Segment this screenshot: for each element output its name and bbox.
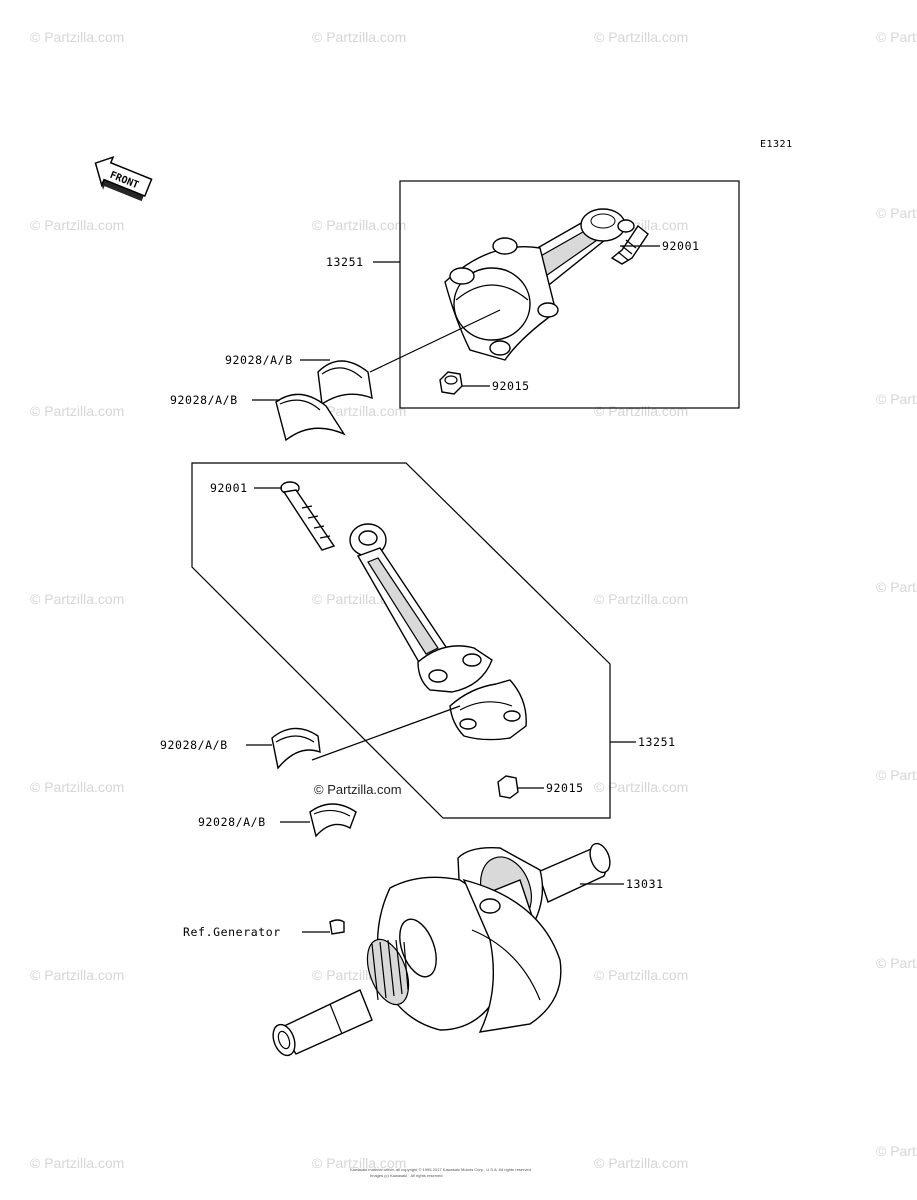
callout-lower-bearing-1: 92028/A/B [160, 738, 228, 752]
callout-generator-ref: Ref.Generator [183, 925, 281, 939]
watermark: © Partzilla.com [876, 29, 917, 45]
callout-upper-bolt: 92001 [662, 239, 700, 253]
callout-lower-bearing-2: 92028/A/B [198, 815, 266, 829]
leader-line [311, 705, 461, 761]
woodruff-key [329, 919, 345, 935]
watermark: © Partzilla.com [594, 967, 688, 983]
crankshaft [272, 842, 611, 1057]
watermark: © Partzilla.com [594, 779, 688, 795]
callout-upper-rod: 13251 [326, 255, 364, 269]
watermark: © Partzilla.com [312, 217, 406, 233]
watermark: © Partzilla.com [30, 591, 124, 607]
callout-upper-nut: 92015 [492, 379, 530, 393]
watermark: © Partzilla.com [876, 1143, 917, 1159]
watermark: © Partzilla.com [876, 391, 917, 407]
gear-teeth [371, 939, 409, 1001]
watermark: © Partzilla.com [594, 1155, 688, 1171]
copyright-line-1: Kawasaki material within, all copyright … [350, 1167, 532, 1172]
lower-nut [497, 775, 519, 799]
watermark: © Partzilla.com [876, 955, 917, 971]
watermark: © Partzilla.com [594, 591, 688, 607]
watermark: © Partzilla.com [30, 1155, 124, 1171]
watermark: © Partzilla.com [876, 767, 917, 783]
callout-crankshaft: 13031 [626, 877, 664, 891]
copyright-line-2: Images (c) Kawasaki · All rights reserve… [370, 1173, 442, 1178]
watermark: © Partzilla.com [312, 29, 406, 45]
lower-bearing-1 [271, 727, 321, 770]
upper-group-box [399, 180, 740, 409]
upper-bolt [610, 219, 649, 265]
watermark: © Partzilla.com [594, 403, 688, 419]
callout-upper-bearing-1: 92028/A/B [225, 353, 293, 367]
watermark: © Partzilla.com [876, 579, 917, 595]
watermark: © Partzilla.com [30, 967, 124, 983]
watermark: © Partzilla.com [594, 29, 688, 45]
watermark: © Partzilla.com [30, 403, 124, 419]
lower-connecting-rod [349, 523, 493, 693]
watermark: © Partzilla.com [312, 403, 406, 419]
callout-upper-bearing-2: 92028/A/B [170, 393, 238, 407]
front-arrow-icon: FRONT [94, 156, 153, 202]
leader-line [369, 309, 501, 373]
upper-bearing-2 [275, 393, 346, 442]
callout-lower-nut: 92015 [546, 781, 584, 795]
upper-nut [439, 371, 463, 395]
diagram-code: E1321 [760, 139, 793, 150]
lower-group-outline [191, 462, 611, 819]
center-watermark: © Partzilla.com [314, 782, 402, 797]
upper-bearing-1 [317, 360, 373, 406]
callout-lower-rod: 13251 [638, 735, 676, 749]
lower-bolt [280, 481, 336, 551]
lower-rod-cap [449, 679, 527, 741]
watermark: © Partzilla.com [876, 205, 917, 221]
callout-lower-bolt: 92001 [210, 481, 248, 495]
upper-connecting-rod [444, 208, 626, 361]
watermark: © Partzilla.com [30, 779, 124, 795]
watermark: © Partzilla.com [30, 217, 124, 233]
watermark: © Partzilla.com [312, 1155, 406, 1171]
watermark: © Partzilla.com [30, 29, 124, 45]
lower-bearing-2 [309, 803, 357, 838]
